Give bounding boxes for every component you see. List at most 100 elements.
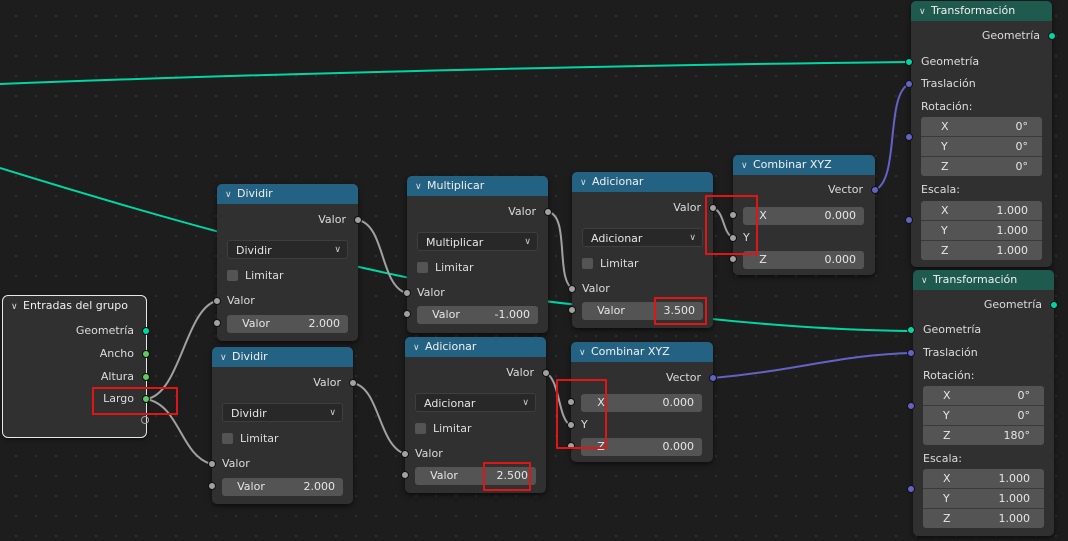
- checkbox-box[interactable]: [222, 433, 233, 444]
- node-divide-2[interactable]: ∨Dividir Valor Dividir∨ Limitar Valor Va…: [208, 347, 357, 504]
- translation-socket[interactable]: [905, 80, 913, 88]
- operation-select[interactable]: Multiplicar∨: [417, 232, 538, 251]
- node-divide-1[interactable]: ∨Dividir Valor Dividir∨ Limitar Valor Va…: [213, 184, 362, 341]
- operation-select[interactable]: Dividir∨: [222, 403, 343, 422]
- vector-output-socket[interactable]: [709, 374, 717, 382]
- node-header[interactable]: ∨Combinar XYZ: [571, 342, 713, 362]
- chevron-down-icon[interactable]: ∨: [11, 302, 18, 312]
- geometry-output-socket[interactable]: [1050, 301, 1058, 309]
- value-socket[interactable]: [401, 471, 409, 479]
- chevron-down-icon[interactable]: ∨: [919, 7, 926, 17]
- node-transform-bottom[interactable]: ∨Transformación Geometría Geometría Tras…: [907, 270, 1058, 536]
- node-header[interactable]: ∨Adicionar: [572, 172, 713, 192]
- socket-ancho[interactable]: [142, 350, 150, 358]
- clamp-checkbox[interactable]: Limitar: [417, 260, 474, 276]
- chevron-down-icon[interactable]: ∨: [415, 182, 422, 192]
- clamp-checkbox[interactable]: Limitar: [222, 431, 279, 447]
- node-add-bottom[interactable]: ∨Adicionar Valor Adicionar∨ Limitar Valo…: [401, 337, 550, 493]
- operation-select[interactable]: Dividir∨: [227, 240, 348, 259]
- value-socket[interactable]: [568, 306, 576, 314]
- x-socket[interactable]: [729, 211, 737, 219]
- clamp-checkbox[interactable]: Limitar: [227, 268, 284, 284]
- chevron-down-icon[interactable]: ∨: [580, 178, 587, 188]
- chevron-down-icon[interactable]: ∨: [921, 276, 928, 286]
- checkbox-box[interactable]: [415, 423, 426, 434]
- node-header[interactable]: ∨Dividir: [217, 184, 358, 204]
- checkbox-box[interactable]: [582, 258, 593, 269]
- geometry-input-socket[interactable]: [905, 58, 913, 66]
- clamp-checkbox[interactable]: Limitar: [415, 421, 472, 437]
- node-header[interactable]: ∨Combinar XYZ: [733, 155, 875, 175]
- value-socket[interactable]: [208, 482, 216, 490]
- y-socket[interactable]: [729, 234, 737, 242]
- node-header[interactable]: ∨Entradas del grupo: [3, 296, 146, 316]
- input-socket[interactable]: [401, 450, 409, 458]
- geometry-input-socket[interactable]: [907, 326, 915, 334]
- value-socket[interactable]: [213, 319, 221, 327]
- node-header[interactable]: ∨Adicionar: [405, 337, 546, 357]
- clamp-checkbox[interactable]: Limitar: [582, 256, 639, 272]
- value-socket[interactable]: [403, 310, 411, 318]
- socket-geometria[interactable]: [142, 327, 150, 335]
- checkbox-box[interactable]: [417, 262, 428, 273]
- node-group-input[interactable]: ∨Entradas del grupo Geometría Ancho Altu…: [2, 295, 150, 438]
- y-socket[interactable]: [567, 421, 575, 429]
- chevron-down-icon[interactable]: ∨: [741, 161, 748, 171]
- node-multiply[interactable]: ∨Multiplicar Valor Multiplicar∨ Limitar …: [403, 176, 552, 333]
- chevron-down-icon[interactable]: ∨: [225, 190, 232, 200]
- node-header[interactable]: ∨Transformación: [911, 1, 1052, 21]
- socket-altura[interactable]: [142, 373, 150, 381]
- operation-select[interactable]: Adicionar∨: [415, 393, 536, 412]
- socket-largo[interactable]: [142, 395, 150, 403]
- scale-socket[interactable]: [905, 216, 913, 224]
- rotation-socket[interactable]: [907, 402, 915, 410]
- node-transform-top[interactable]: ∨Transformación Geometría Geometría Tras…: [905, 1, 1056, 267]
- vector-output-socket[interactable]: [871, 186, 879, 194]
- operation-select[interactable]: Adicionar∨: [582, 228, 703, 247]
- scale-socket[interactable]: [907, 485, 915, 493]
- output-socket[interactable]: [709, 204, 717, 212]
- node-header[interactable]: ∨Multiplicar: [407, 176, 548, 196]
- node-header[interactable]: ∨Dividir: [212, 347, 353, 367]
- chevron-down-icon[interactable]: ∨: [579, 348, 586, 358]
- z-socket[interactable]: [729, 255, 737, 263]
- chevron-down-icon[interactable]: ∨: [220, 353, 227, 363]
- node-add-top[interactable]: ∨Adicionar Valor Adicionar∨ Limitar Valo…: [568, 172, 717, 328]
- value-field[interactable]: Valor-1.000: [417, 306, 538, 324]
- translation-socket[interactable]: [907, 349, 915, 357]
- x-socket[interactable]: [567, 398, 575, 406]
- input-socket[interactable]: [208, 460, 216, 468]
- output-socket[interactable]: [349, 379, 357, 387]
- rotation-socket[interactable]: [905, 133, 913, 141]
- output-socket[interactable]: [542, 369, 550, 377]
- input-socket[interactable]: [568, 285, 576, 293]
- input-socket[interactable]: [213, 297, 221, 305]
- geometry-output-socket[interactable]: [1048, 32, 1056, 40]
- z-socket[interactable]: [567, 442, 575, 450]
- node-header[interactable]: ∨Transformación: [913, 270, 1054, 290]
- chevron-down-icon[interactable]: ∨: [413, 343, 420, 353]
